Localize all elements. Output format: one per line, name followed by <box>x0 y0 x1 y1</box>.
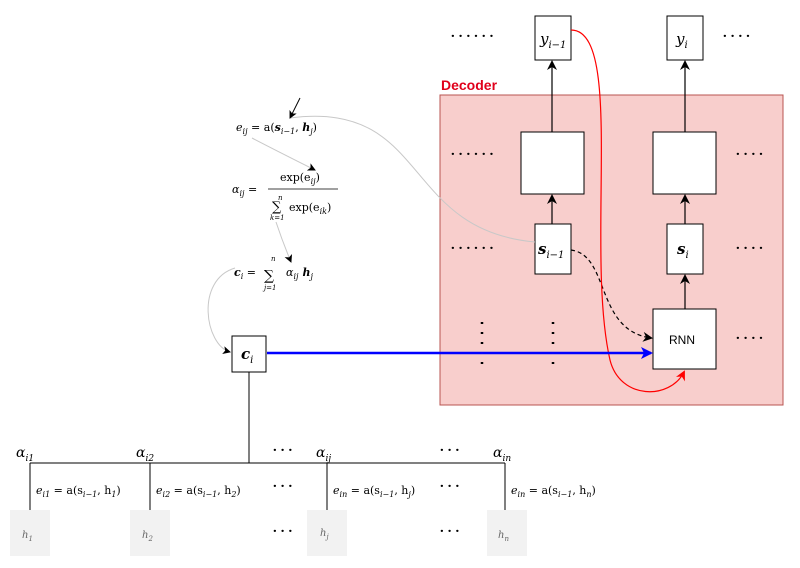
context-box <box>231 335 267 373</box>
alpha-i2: αi2 <box>136 445 154 464</box>
ellipsis-bus-2: ··· <box>439 440 462 461</box>
hidden-box-1 <box>10 510 50 556</box>
output-layer-box-cur <box>652 131 717 195</box>
attention-curve-s-to-energy <box>289 115 536 243</box>
y-prev-box <box>534 15 572 61</box>
ellipsis-top-right: ···· <box>722 26 753 47</box>
context-lhs: ci = <box>234 266 256 281</box>
curve-formula-to-context-box <box>207 267 236 354</box>
ellipsis-hidden-1: ··· <box>272 521 295 542</box>
energy-in: ein = a(si−1, hn) <box>511 484 596 499</box>
alpha-sum-bot: k=1 <box>270 214 285 222</box>
alpha-lhs: αij = <box>232 183 257 198</box>
arrow-to-energy-s <box>289 97 301 119</box>
alpha-sum-top: n <box>278 194 283 202</box>
energy-formula: eij = a(si−1, hj) <box>236 121 317 136</box>
dashed-s-prev-to-rnn <box>570 249 653 342</box>
y-cur-box <box>666 15 704 61</box>
ellipsis-mid-right: ···· <box>735 144 766 165</box>
output-layer-box-prev <box>520 131 585 195</box>
curve-alpha-to-context <box>275 221 293 263</box>
alpha-ij: αij <box>316 445 331 464</box>
curve-energy-to-alpha <box>251 137 316 171</box>
energy-i2: ei2 = a(si−1, h2) <box>156 484 241 499</box>
energy-ij: ein = a(si−1, hj) <box>333 484 415 499</box>
ellipsis-energy-2: ··· <box>439 476 462 497</box>
hidden-box-j <box>307 510 347 556</box>
y-cur-label: yi <box>675 30 688 51</box>
s-cur-label: si <box>677 240 689 261</box>
feedback-y-prev-to-rnn <box>570 29 685 393</box>
decoder-title: Decoder <box>441 77 498 93</box>
context-label: ci <box>241 345 253 366</box>
hidden-box-2 <box>130 510 170 556</box>
hidden-label-2: h2 <box>142 530 153 543</box>
alpha-denominator: exp(eik) <box>289 201 331 216</box>
alpha-sigma: ∑ <box>272 200 282 215</box>
ellipsis-top-left: ······ <box>450 26 496 47</box>
ellipsis-mid-left: ······ <box>450 144 496 165</box>
s-prev-box <box>534 223 572 275</box>
ellipsis-s-right: ···· <box>735 238 766 259</box>
hidden-label-1: h1 <box>22 530 33 543</box>
context-sum-top: n <box>271 255 276 263</box>
hidden-label-j: hj <box>320 528 329 541</box>
ellipsis-rnn-right: ···· <box>735 328 766 349</box>
ellipsis-hidden-2: ··· <box>439 521 462 542</box>
context-sum-bot: j=1 <box>262 284 277 292</box>
s-prev-label: si−1 <box>538 240 564 261</box>
y-prev-label: yi−1 <box>539 30 566 51</box>
rnn-label: RNN <box>669 333 695 347</box>
alpha-in: αin <box>493 445 511 464</box>
hidden-box-n <box>487 510 527 556</box>
energy-i1: ei1 = a(si−1, h1) <box>36 484 121 499</box>
s-cur-box <box>666 223 704 275</box>
context-sigma: ∑ <box>264 268 274 284</box>
alpha-numerator: exp(eij) <box>280 171 320 186</box>
hidden-label-n: hn <box>498 530 509 543</box>
rnn-box <box>652 308 717 370</box>
ellipsis-s-left: ······ <box>450 238 496 259</box>
ellipsis-energy-1: ··· <box>272 476 295 497</box>
ellipsis-bus-1: ··· <box>272 440 295 461</box>
alpha-i1: αi1 <box>16 445 34 464</box>
